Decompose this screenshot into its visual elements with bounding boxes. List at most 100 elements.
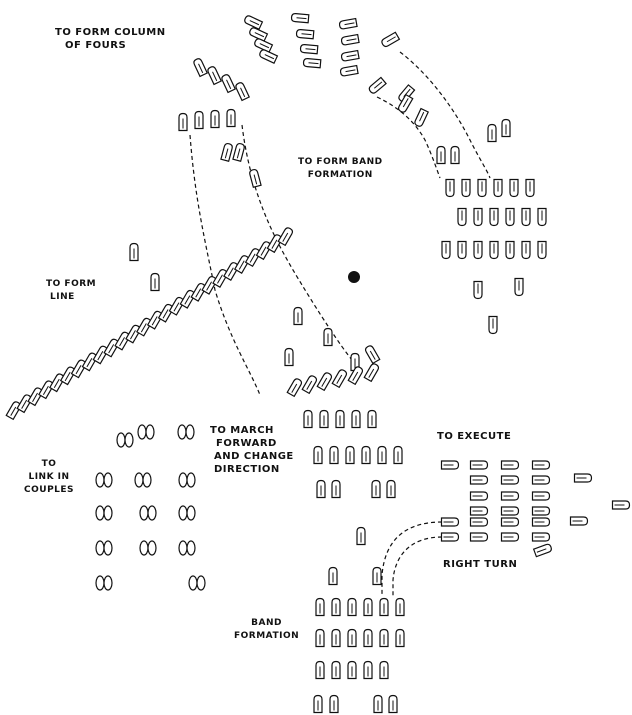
marker-inner-stroke bbox=[129, 330, 136, 340]
couple-foot-shape bbox=[124, 432, 134, 448]
caption-line: TO FORM BAND bbox=[298, 157, 383, 167]
dashed-march-path bbox=[189, 134, 261, 396]
marker-inner-stroke bbox=[271, 239, 278, 249]
marker-inner-stroke bbox=[386, 36, 396, 43]
marker-inner-stroke bbox=[346, 38, 357, 42]
caption-line: TO MARCH bbox=[210, 425, 274, 436]
linked-couple-marker bbox=[139, 505, 157, 521]
center-dot bbox=[348, 271, 360, 283]
marker-inner-stroke bbox=[184, 295, 191, 305]
dashed-paths-layer bbox=[189, 51, 491, 596]
marker-inner-stroke bbox=[21, 399, 28, 409]
caption-column-of-fours: TO FORM COLUMN OF FOURS bbox=[55, 26, 166, 52]
marker-inner-stroke bbox=[536, 548, 547, 553]
linked-couple-marker bbox=[95, 505, 113, 521]
couple-foot-shape bbox=[103, 575, 113, 591]
caption-march-forward: TO MARCH FORWARD AND CHANGE DIRECTION bbox=[210, 424, 294, 476]
markers-layer bbox=[5, 13, 631, 714]
linked-couple-marker bbox=[178, 472, 196, 488]
marker-inner-stroke bbox=[296, 17, 307, 20]
marker-inner-stroke bbox=[301, 33, 312, 36]
marker-inner-stroke bbox=[140, 323, 147, 333]
dashed-march-path bbox=[376, 96, 441, 179]
marker-inner-stroke bbox=[352, 371, 359, 381]
couple-foot-shape bbox=[147, 505, 157, 521]
couple-foot-shape bbox=[134, 472, 144, 488]
couple-foot-shape bbox=[95, 575, 105, 591]
caption-line: TO bbox=[41, 459, 57, 469]
dashed-march-path bbox=[399, 51, 491, 179]
caption-line: OF FOURS bbox=[65, 40, 127, 51]
caption-line: COUPLES bbox=[24, 485, 75, 495]
marker-inner-stroke bbox=[53, 378, 60, 389]
marker-inner-stroke bbox=[345, 69, 356, 73]
marker-inner-stroke bbox=[195, 288, 202, 298]
dashed-march-path bbox=[392, 536, 443, 596]
couple-foot-shape bbox=[196, 575, 206, 591]
marker-inner-stroke bbox=[236, 148, 241, 159]
caption-band-formation-top: TO FORM BAND FORMATION bbox=[298, 156, 383, 182]
marker-inner-stroke bbox=[238, 260, 245, 270]
marker-inner-stroke bbox=[206, 281, 213, 291]
marker-inner-stroke bbox=[373, 81, 383, 89]
linked-couple-marker bbox=[139, 540, 157, 556]
marker-inner-stroke bbox=[173, 302, 180, 312]
marker-inner-stroke bbox=[226, 79, 232, 90]
marker-inner-stroke bbox=[369, 350, 376, 360]
caption-link-couples: TO LINK IN COUPLES bbox=[24, 458, 74, 497]
marker-inner-stroke bbox=[306, 380, 313, 390]
couple-foot-shape bbox=[139, 505, 149, 521]
couple-foot-shape bbox=[103, 472, 113, 488]
marker-inner-stroke bbox=[119, 337, 125, 347]
couple-foot-shape bbox=[185, 424, 195, 440]
couple-foot-shape bbox=[137, 424, 147, 440]
caption-line: FORWARD bbox=[216, 438, 277, 449]
marker-inner-stroke bbox=[346, 54, 357, 58]
couple-foot-shape bbox=[178, 472, 188, 488]
caption-line: TO FORM COLUMN bbox=[55, 27, 166, 38]
marker-inner-stroke bbox=[97, 351, 104, 361]
linked-couple-marker bbox=[95, 472, 113, 488]
couple-foot-shape bbox=[178, 505, 188, 521]
marker-inner-stroke bbox=[308, 62, 319, 65]
marker-inner-stroke bbox=[249, 20, 260, 26]
marker-inner-stroke bbox=[64, 371, 71, 382]
marker-inner-stroke bbox=[227, 267, 234, 277]
marker-inner-stroke bbox=[291, 383, 298, 393]
marker-inner-stroke bbox=[253, 174, 258, 185]
marker-inner-stroke bbox=[10, 406, 17, 416]
couple-foot-shape bbox=[186, 472, 196, 488]
marker-inner-stroke bbox=[282, 232, 289, 242]
marker-inner-stroke bbox=[264, 54, 275, 60]
marker-inner-stroke bbox=[260, 246, 267, 256]
couple-foot-shape bbox=[145, 424, 155, 440]
marker-inner-stroke bbox=[259, 43, 270, 49]
caption-line: DIRECTION bbox=[214, 464, 280, 475]
couple-foot-shape bbox=[95, 472, 105, 488]
caption-line: TO EXECUTE bbox=[437, 431, 512, 442]
dashed-march-path bbox=[381, 521, 443, 596]
couple-foot-shape bbox=[177, 424, 187, 440]
caption-line: TO FORM bbox=[46, 279, 97, 289]
marker-inner-stroke bbox=[321, 377, 328, 387]
caption-line: LINE bbox=[50, 292, 75, 302]
couple-foot-shape bbox=[188, 575, 198, 591]
couple-foot-shape bbox=[95, 505, 105, 521]
caption-form-line: TO FORM LINE bbox=[46, 278, 96, 304]
caption-line: RIGHT TURN bbox=[443, 559, 518, 570]
caption-line: LINK IN bbox=[28, 472, 70, 482]
marker-inner-stroke bbox=[249, 253, 256, 263]
linked-couple-marker bbox=[137, 424, 155, 440]
linked-couple-marker bbox=[134, 472, 152, 488]
marker-inner-stroke bbox=[212, 71, 218, 82]
marker-inner-stroke bbox=[419, 111, 425, 122]
marker-inner-stroke bbox=[254, 32, 265, 38]
marker-inner-stroke bbox=[162, 309, 169, 319]
linked-couple-marker bbox=[188, 575, 206, 591]
couple-foot-shape bbox=[186, 540, 196, 556]
marker-inner-stroke bbox=[151, 316, 158, 326]
marker-inner-stroke bbox=[336, 374, 343, 384]
marker-inner-stroke bbox=[305, 48, 316, 51]
